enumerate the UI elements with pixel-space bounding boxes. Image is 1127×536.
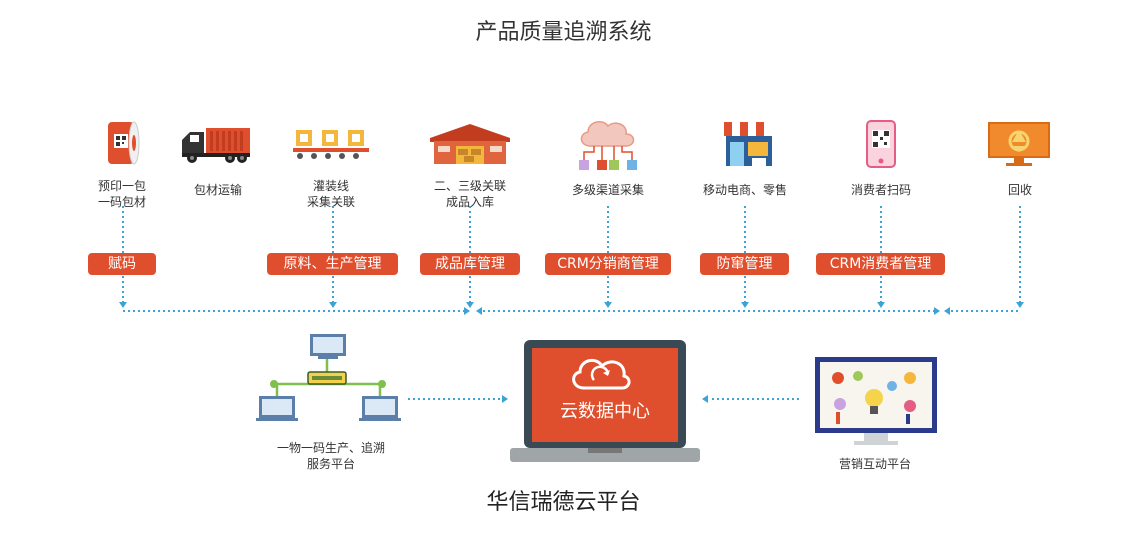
truck-icon — [182, 128, 250, 163]
module-badge-coding[interactable]: 赋码 — [88, 253, 156, 275]
module-badge-production[interactable]: 原料、生产管理 — [267, 253, 398, 275]
cloud-data-center-label: 云数据中心 — [560, 401, 650, 422]
cloud-network-icon — [579, 121, 637, 170]
module-badge-crm-distributor[interactable]: CRM分销商管理 — [545, 253, 671, 275]
marketing-screen-icon — [815, 357, 937, 445]
recycle-monitor-icon — [988, 122, 1050, 166]
cloud-sync-icon — [572, 358, 631, 390]
conveyor-icon — [293, 130, 369, 159]
qr-roll-icon — [108, 121, 140, 165]
module-badge-anti-diversion[interactable]: 防窜管理 — [700, 253, 789, 275]
stage-label-prepack: 预印一包 一码包材 — [97, 179, 146, 209]
network-topology-icon — [256, 334, 401, 421]
stage-label-warehouse: 二、三级关联 成品入库 — [433, 179, 506, 209]
left-platform-label: 一物一码生产、追溯 服务平台 — [276, 441, 385, 471]
stage-label-consumer: 消费者扫码 — [850, 183, 911, 197]
stage-label-channel: 多级渠道采集 — [571, 183, 644, 197]
store-icon — [724, 122, 774, 166]
stage-label-transport: 包材运输 — [193, 183, 242, 197]
stage-label-filling: 灌装线 采集关联 — [306, 179, 355, 209]
warehouse-icon — [430, 124, 510, 164]
stage-label-retail: 移动电商、零售 — [702, 183, 787, 197]
right-platform-label: 营销互动平台 — [838, 457, 911, 471]
phone-qr-icon — [866, 120, 896, 168]
module-badge-crm-consumer[interactable]: CRM消费者管理 — [816, 253, 945, 275]
stage-label-recycle: 回收 — [1007, 183, 1032, 197]
page-title: 产品质量追溯系统 — [475, 20, 652, 45]
brand-name: 华信瑞德云平台 — [486, 490, 641, 515]
module-badge-warehouse[interactable]: 成品库管理 — [420, 253, 520, 275]
